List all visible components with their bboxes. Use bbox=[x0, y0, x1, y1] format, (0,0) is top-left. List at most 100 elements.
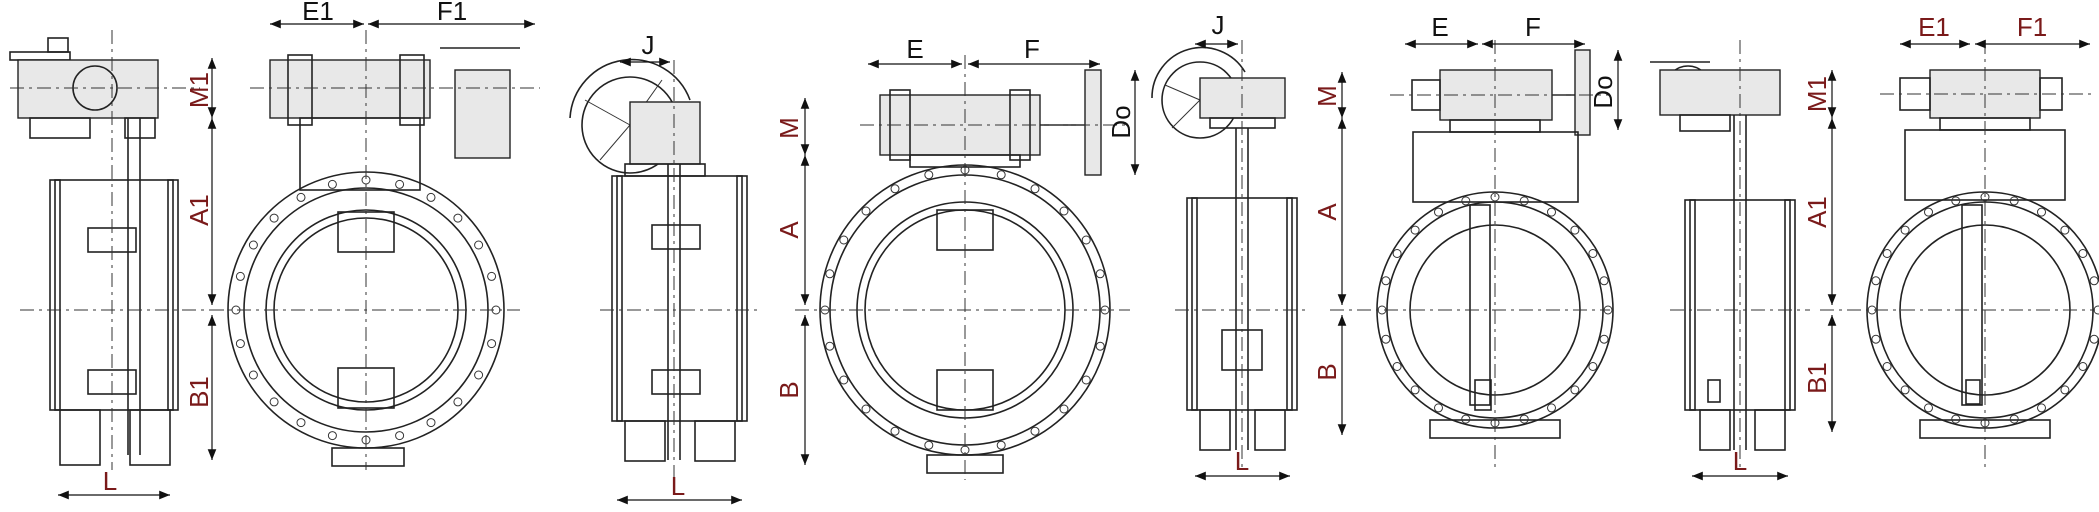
bolt-hole bbox=[1381, 276, 1391, 286]
side-view-2: J L bbox=[569, 30, 760, 505]
bolt-hole bbox=[890, 184, 900, 194]
bolt-hole bbox=[1490, 418, 1500, 428]
bolt-hole bbox=[296, 192, 306, 202]
bolt-hole bbox=[1381, 334, 1391, 344]
bolt-hole bbox=[487, 339, 497, 349]
bolt-hole bbox=[1570, 225, 1580, 235]
label-F1: F1 bbox=[437, 0, 467, 26]
bolt-hole bbox=[474, 370, 484, 380]
label-E: E bbox=[906, 34, 923, 64]
bolt-hole bbox=[2078, 362, 2088, 371]
bolt-hole bbox=[1980, 418, 1990, 428]
label-F: F bbox=[1024, 34, 1040, 64]
bolt-hole bbox=[235, 271, 245, 281]
label-A-2: A bbox=[1312, 203, 1342, 221]
bolt-hole bbox=[2089, 334, 2099, 344]
bolt-hole bbox=[491, 305, 501, 315]
label-L-4: L bbox=[1733, 446, 1747, 476]
bolt-hole bbox=[2060, 225, 2070, 235]
bolt-hole bbox=[1461, 414, 1471, 424]
bolt-hole bbox=[996, 170, 1006, 180]
label-B1: B1 bbox=[184, 376, 214, 408]
bolt-hole bbox=[2037, 403, 2046, 413]
bolt-hole bbox=[395, 179, 405, 189]
bolt-hole bbox=[327, 179, 337, 189]
bolt-hole bbox=[2060, 385, 2070, 395]
bolt-hole bbox=[1599, 276, 1609, 286]
bolt-hole bbox=[231, 305, 241, 315]
bolt-hole bbox=[361, 435, 371, 445]
bolt-hole bbox=[1599, 334, 1609, 344]
label-F-2: F bbox=[1525, 12, 1541, 42]
label-E1: E1 bbox=[302, 0, 334, 26]
label-B-2: B bbox=[1312, 363, 1342, 380]
bolt-hole bbox=[2078, 249, 2088, 258]
bolt-hole bbox=[1434, 207, 1443, 217]
bolt-hole bbox=[1392, 362, 1402, 371]
bolt-hole bbox=[1900, 225, 1910, 235]
label-M: M bbox=[774, 117, 804, 139]
bolt-hole bbox=[1377, 305, 1387, 315]
label-L-2: L bbox=[671, 471, 685, 501]
bolt-hole bbox=[426, 418, 436, 428]
bolt-hole bbox=[1882, 249, 1892, 258]
label-L-3: L bbox=[1235, 446, 1249, 476]
bolt-hole bbox=[1434, 403, 1443, 413]
front-view-4: E1 F1 M1 A1 B1 bbox=[1802, 12, 2099, 470]
bolt-hole bbox=[839, 235, 849, 245]
label-A: A bbox=[774, 221, 804, 239]
bolt-hole bbox=[361, 175, 371, 185]
bolt-hole bbox=[2093, 305, 2099, 315]
bolt-hole bbox=[1095, 341, 1105, 351]
bolt-hole bbox=[1570, 385, 1580, 395]
bolt-hole bbox=[825, 341, 835, 351]
label-L: L bbox=[103, 466, 117, 496]
label-B1-2: B1 bbox=[1802, 362, 1832, 394]
bolt-hole bbox=[296, 418, 306, 428]
bolt-hole bbox=[1980, 192, 1990, 202]
bolt-hole bbox=[1900, 385, 1910, 395]
label-Do: Do bbox=[1106, 105, 1136, 138]
bolt-hole bbox=[1030, 184, 1040, 194]
bolt-hole bbox=[1081, 375, 1091, 385]
bolt-hole bbox=[1519, 414, 1529, 424]
bolt-hole bbox=[1871, 334, 1881, 344]
bolt-hole bbox=[1519, 196, 1529, 206]
bolt-hole bbox=[426, 192, 436, 202]
bolt-hole bbox=[825, 269, 835, 279]
label-E-2: E bbox=[1431, 12, 1448, 42]
side-view-4: L bbox=[1650, 40, 1810, 481]
bolt-hole bbox=[861, 404, 871, 414]
bolt-hole bbox=[1095, 269, 1105, 279]
bolt-hole bbox=[327, 431, 337, 441]
flange-bolt-holes bbox=[231, 165, 2099, 455]
side-view-1: M1 A1 B1 L bbox=[9, 30, 230, 500]
label-J-2: J bbox=[1212, 10, 1225, 40]
bolt-hole bbox=[1490, 192, 1500, 202]
bolt-hole bbox=[960, 165, 970, 175]
bolt-hole bbox=[1603, 305, 1613, 315]
bolt-hole bbox=[820, 305, 830, 315]
bolt-hole bbox=[1867, 305, 1877, 315]
bolt-hole bbox=[2089, 276, 2099, 286]
bolt-hole bbox=[1871, 276, 1881, 286]
bolt-hole bbox=[1461, 196, 1471, 206]
bolt-hole bbox=[924, 170, 934, 180]
label-B: B bbox=[774, 381, 804, 398]
label-E1-2: E1 bbox=[1918, 12, 1950, 42]
bolt-hole bbox=[1882, 362, 1892, 371]
bolt-hole bbox=[248, 370, 258, 380]
bolt-hole bbox=[1588, 249, 1598, 258]
bolt-hole bbox=[453, 213, 463, 223]
bolt-hole bbox=[1547, 207, 1556, 217]
label-M1: M1 bbox=[184, 72, 214, 108]
bolt-hole bbox=[861, 206, 871, 216]
bolt-hole bbox=[453, 397, 463, 407]
bolt-hole bbox=[474, 240, 484, 250]
bolt-hole bbox=[996, 440, 1006, 450]
bolt-hole bbox=[2037, 207, 2046, 217]
label-F1-2: F1 bbox=[2017, 12, 2047, 42]
label-Do-2: Do bbox=[1588, 75, 1618, 108]
bolt-hole bbox=[924, 440, 934, 450]
